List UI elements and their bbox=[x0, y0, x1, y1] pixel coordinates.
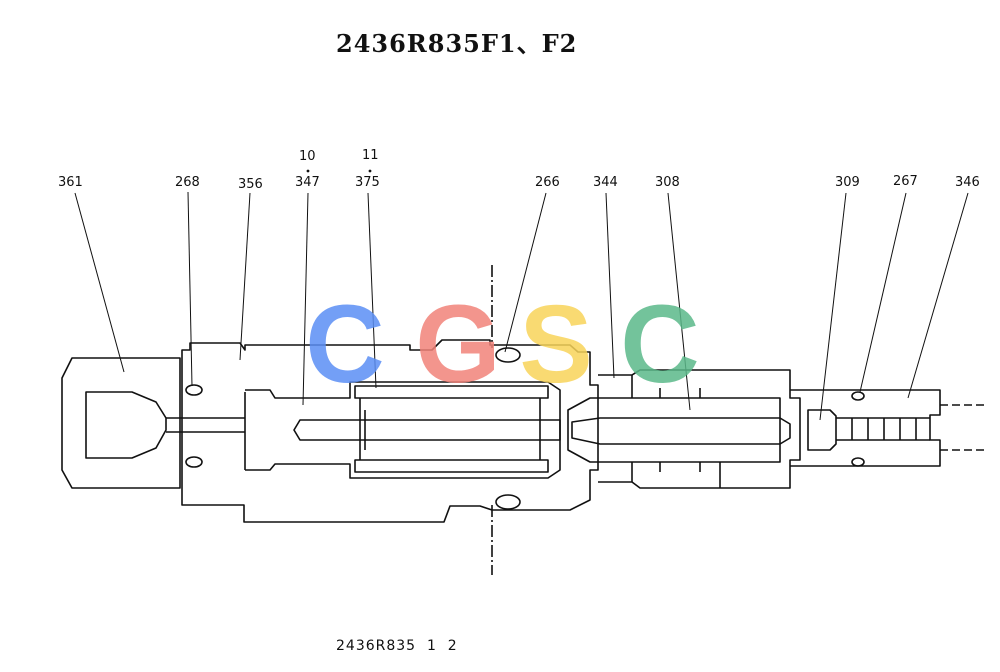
callout-361: 361 bbox=[58, 175, 83, 190]
callout-344: 344 bbox=[593, 175, 618, 190]
watermark-letter-c1: C bbox=[305, 283, 384, 406]
callout-375: 375 bbox=[355, 175, 380, 190]
drawing-title: 2436R835F1、F2 bbox=[336, 29, 578, 58]
callout-356: 356 bbox=[238, 177, 263, 192]
part-309-piston bbox=[807, 409, 837, 451]
watermark-letter-s: S bbox=[519, 283, 592, 406]
part-268-oring-top bbox=[185, 384, 203, 396]
callout-347: 347 bbox=[295, 175, 320, 190]
callout-346: 346 bbox=[955, 175, 980, 190]
part-267-oring-bottom bbox=[851, 457, 865, 467]
part-356-body bbox=[181, 339, 599, 523]
callout-309: 309 bbox=[835, 175, 860, 190]
callout-266: 266 bbox=[535, 175, 560, 190]
drawing-footer: 2436R835 1 2 bbox=[336, 638, 458, 654]
callout-308: 308 bbox=[655, 175, 680, 190]
part-346-plug bbox=[790, 389, 941, 467]
part-375-spring bbox=[354, 385, 549, 399]
callout-267: 267 bbox=[893, 174, 918, 189]
part-266-oring-top bbox=[495, 347, 521, 363]
part-361-bore bbox=[85, 391, 167, 459]
callout-268: 268 bbox=[175, 175, 200, 190]
part-268-oring-bottom bbox=[185, 456, 203, 468]
part-308-spool bbox=[571, 417, 791, 445]
callout-11: 11 bbox=[362, 148, 379, 163]
part-347-sleeve bbox=[245, 381, 561, 479]
part-361-nut bbox=[61, 357, 181, 489]
part-spool bbox=[293, 419, 561, 441]
part-266-oring-bottom bbox=[495, 494, 521, 510]
watermark-letter-c2: C bbox=[620, 283, 699, 406]
part-344-sleeve bbox=[598, 369, 801, 489]
part-267-oring-top bbox=[851, 391, 865, 401]
callout-10: 10 bbox=[299, 149, 316, 164]
watermark-letter-g: G bbox=[415, 283, 501, 406]
